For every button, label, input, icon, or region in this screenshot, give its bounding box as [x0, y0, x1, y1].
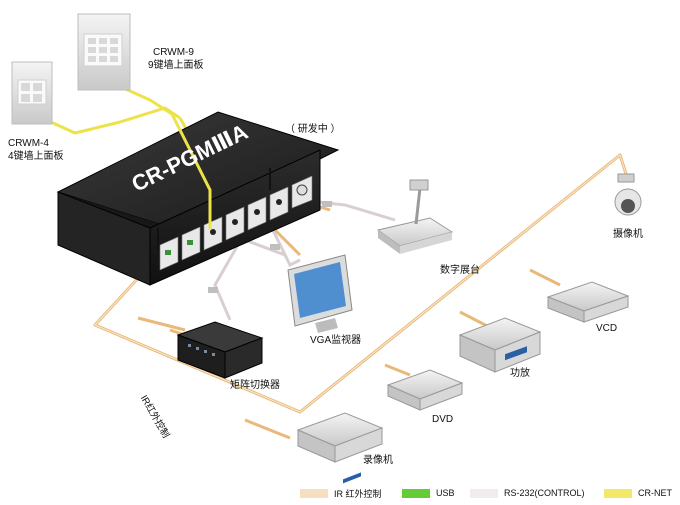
- legend-label-ir: IR 红外控制: [334, 488, 382, 499]
- legend-label-rs232: RS-232(CONTROL): [504, 488, 585, 498]
- crnet-cable-overlay: [170, 113, 212, 230]
- legend-item-rs232: RS-232(CONTROL): [470, 486, 585, 500]
- crwm9-desc-label: 9键墙上面板: [148, 60, 204, 71]
- amplifier-device: [458, 317, 542, 373]
- document-camera-device: [376, 179, 454, 254]
- rs232-connectors: [208, 201, 332, 293]
- vga-monitor-device: [287, 254, 353, 333]
- cr-pgm-controller: [56, 111, 340, 286]
- legend-swatch-ir: [300, 488, 328, 498]
- ir-control-cables-inner: [94, 154, 629, 413]
- crwm9-model-label: CRWM-9: [153, 47, 194, 58]
- legend-item-ir: IR 红外控制: [300, 486, 382, 500]
- recorder-device: [296, 412, 384, 484]
- dvd-device: [386, 369, 464, 411]
- vcd-label: VCD: [596, 323, 618, 334]
- vga-monitor-label: VGA监视器: [310, 335, 362, 346]
- amplifier-label: 功放: [510, 368, 530, 379]
- matrix-switcher-device: [176, 321, 264, 379]
- document-camera-label: 数字展台: [440, 265, 480, 276]
- recorder-label: 录像机: [363, 455, 393, 466]
- legend-item-crnet: CR-NET: [604, 486, 672, 500]
- legend-label-usb: USB: [436, 488, 455, 498]
- dvd-label: DVD: [432, 414, 454, 425]
- crwm4-wall-panel: [11, 61, 53, 125]
- legend-swatch-rs232: [470, 488, 498, 498]
- in-development-label: （ 研发中 ）: [285, 124, 341, 135]
- camera-label: 摄像机: [613, 229, 643, 240]
- crwm4-model-label: CRWM-4: [8, 138, 49, 149]
- crwm9-wall-panel: [77, 13, 131, 91]
- matrix-switcher-label: 矩阵切换器: [230, 380, 280, 391]
- legend-label-crnet: CR-NET: [638, 488, 672, 498]
- crwm4-desc-label: 4键墙上面板: [8, 151, 64, 162]
- camera-device: [614, 173, 642, 216]
- legend-swatch-usb: [402, 488, 430, 498]
- legend-item-usb: USB: [402, 486, 455, 500]
- vcd-device: [546, 281, 630, 323]
- legend-swatch-crnet: [604, 488, 632, 498]
